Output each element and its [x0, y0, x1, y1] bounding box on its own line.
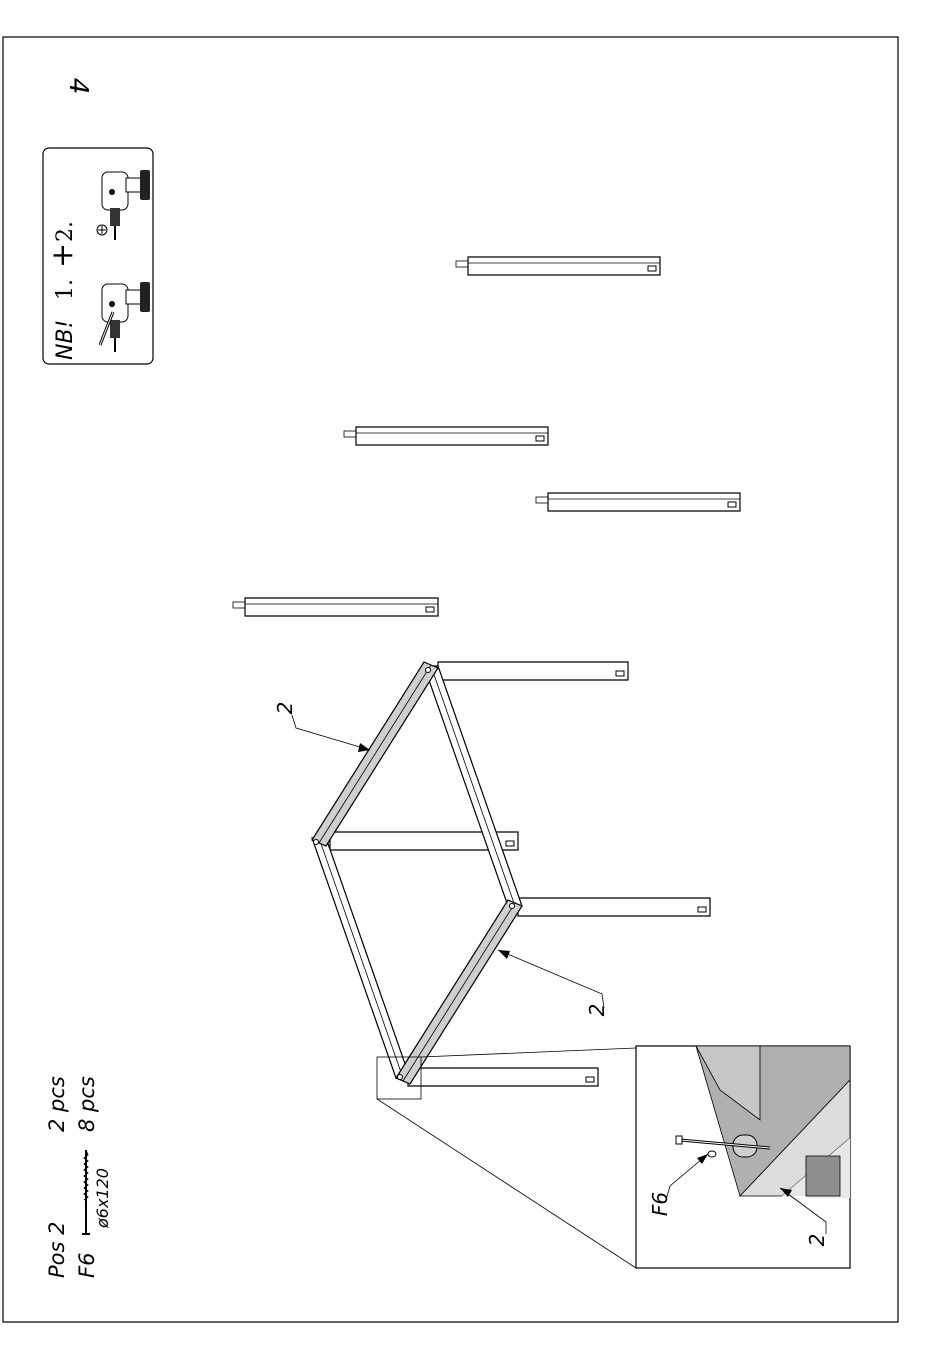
step-number: 4 — [63, 78, 93, 95]
screw-head-icon — [97, 225, 107, 235]
plus-sign: + — [45, 243, 80, 268]
loose-leg — [233, 598, 438, 616]
lower-rail-label: 2 — [585, 1004, 609, 1017]
parts-row-code: Pos 2 — [45, 1222, 69, 1279]
parts-row-quantity: 8 pcs — [75, 1076, 99, 1132]
callout-upper-rail: 2 — [273, 702, 370, 752]
detail-view: F6 2 — [636, 1046, 850, 1268]
tool-note-box: NB! 1. + 2. — [43, 148, 153, 364]
nb-label: NB! — [53, 320, 78, 360]
step1-label: 1. — [53, 279, 78, 300]
screw-icon — [82, 1150, 90, 1234]
step2-label: 2. — [53, 221, 78, 242]
parts-list: Pos 2 2 pcs F6 8 pcs ø6x120 — [45, 1076, 112, 1278]
loose-leg — [456, 257, 660, 275]
upper-rail-label: 2 — [273, 702, 297, 715]
parts-row-quantity: 2 pcs — [45, 1076, 69, 1132]
callout-lower-rail: 2 — [498, 950, 609, 1016]
detail-screw-label: F6 — [648, 1192, 672, 1216]
loose-leg — [536, 493, 740, 511]
detail-rail-label: 2 — [805, 1234, 829, 1247]
assembled-frame — [312, 662, 710, 1086]
screw-spec: ø6x120 — [93, 1168, 112, 1229]
loose-leg — [344, 427, 548, 445]
parts-row-code: F6 — [75, 1253, 99, 1278]
